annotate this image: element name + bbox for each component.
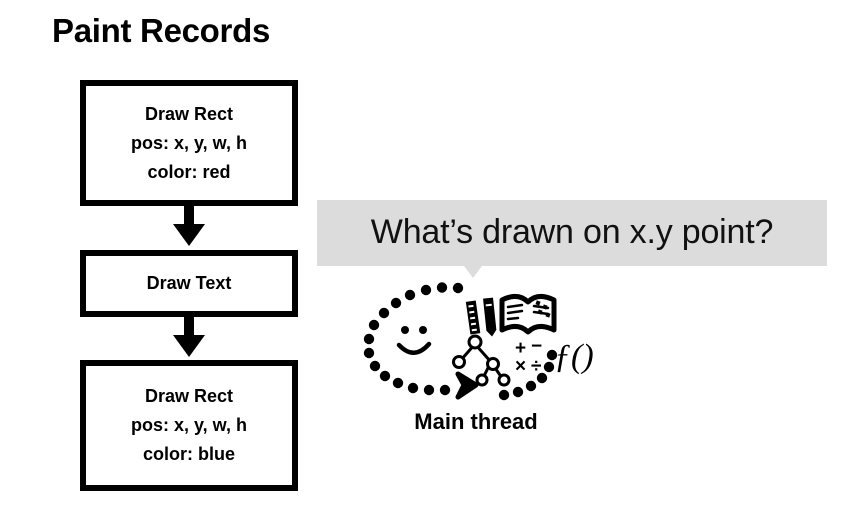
main-thread-illustration: + − × ÷ ƒ() bbox=[358, 282, 594, 404]
pencil-icon bbox=[483, 297, 497, 337]
svg-text:÷: ÷ bbox=[531, 356, 541, 377]
svg-text:ƒ(): ƒ() bbox=[554, 338, 594, 375]
chevron-right-icon bbox=[455, 371, 479, 400]
open-book-icon bbox=[499, 294, 557, 335]
record-line-color: color: red bbox=[147, 161, 231, 182]
page-title: Paint Records bbox=[52, 12, 270, 49]
arrow-down-icon-2 bbox=[167, 315, 211, 359]
arrow-down-glyph bbox=[173, 315, 205, 357]
record-line-title: Draw Rect bbox=[144, 103, 234, 124]
math-operators-icon: + − × ÷ bbox=[515, 336, 542, 377]
function-notation-icon: ƒ() bbox=[554, 338, 594, 375]
record-line-pos: pos: x, y, w, h bbox=[130, 415, 247, 435]
tree-graph-icon bbox=[452, 334, 511, 387]
svg-text:+: + bbox=[515, 338, 526, 359]
dotted-oval-head-icon bbox=[363, 282, 558, 401]
speech-bubble-tail-icon bbox=[464, 266, 482, 278]
paint-record-box-draw-rect-blue[interactable]: Draw Rect pos: x, y, w, h color: blue bbox=[80, 360, 298, 491]
thinker-glyphs: + − × ÷ ƒ() bbox=[363, 282, 594, 401]
svg-text:−: − bbox=[531, 336, 542, 357]
question-speech-bubble: What’s drawn on x.y point? bbox=[317, 200, 827, 266]
svg-text:×: × bbox=[515, 356, 526, 377]
smiley-face-icon bbox=[396, 326, 432, 355]
main-thread-label: Main thread bbox=[414, 409, 538, 434]
record-line-color: color: blue bbox=[142, 444, 235, 464]
ruler-icon bbox=[465, 300, 481, 335]
paint-record-box-draw-rect-red[interactable]: Draw Rect pos: x, y, w, h color: red bbox=[80, 80, 298, 206]
arrow-down-icon-1 bbox=[167, 204, 211, 248]
record-line-title: Draw Rect bbox=[144, 386, 234, 406]
paint-record-box-draw-text[interactable]: Draw Text bbox=[80, 250, 298, 317]
record-line-title: Draw Text bbox=[146, 273, 232, 293]
question-text: What’s drawn on x.y point? bbox=[370, 212, 774, 251]
arrow-down-glyph bbox=[173, 204, 205, 246]
record-line-pos: pos: x, y, w, h bbox=[130, 132, 247, 153]
